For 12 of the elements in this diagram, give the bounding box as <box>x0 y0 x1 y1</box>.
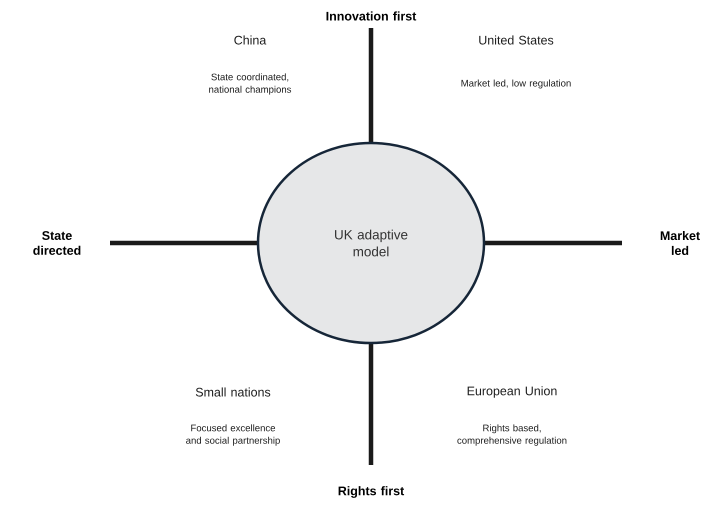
region-name: Small nations <box>196 387 270 397</box>
region-name: European Union <box>468 386 557 398</box>
region-description: Market led, low regulation <box>462 80 571 88</box>
region-name: United States <box>479 35 554 45</box>
axis-label: Innovation first <box>326 11 416 21</box>
region-description: Rights based, comprehensive regulation <box>457 424 566 446</box>
region-description: Focused excellence and social partnership <box>186 424 280 446</box>
axis-label: State directed <box>33 231 80 255</box>
axis-label: Rights first <box>338 486 404 498</box>
region-name: China <box>234 35 266 45</box>
axis-label: Market led <box>660 230 700 256</box>
region-description: State coordinated, national champions <box>209 73 292 95</box>
